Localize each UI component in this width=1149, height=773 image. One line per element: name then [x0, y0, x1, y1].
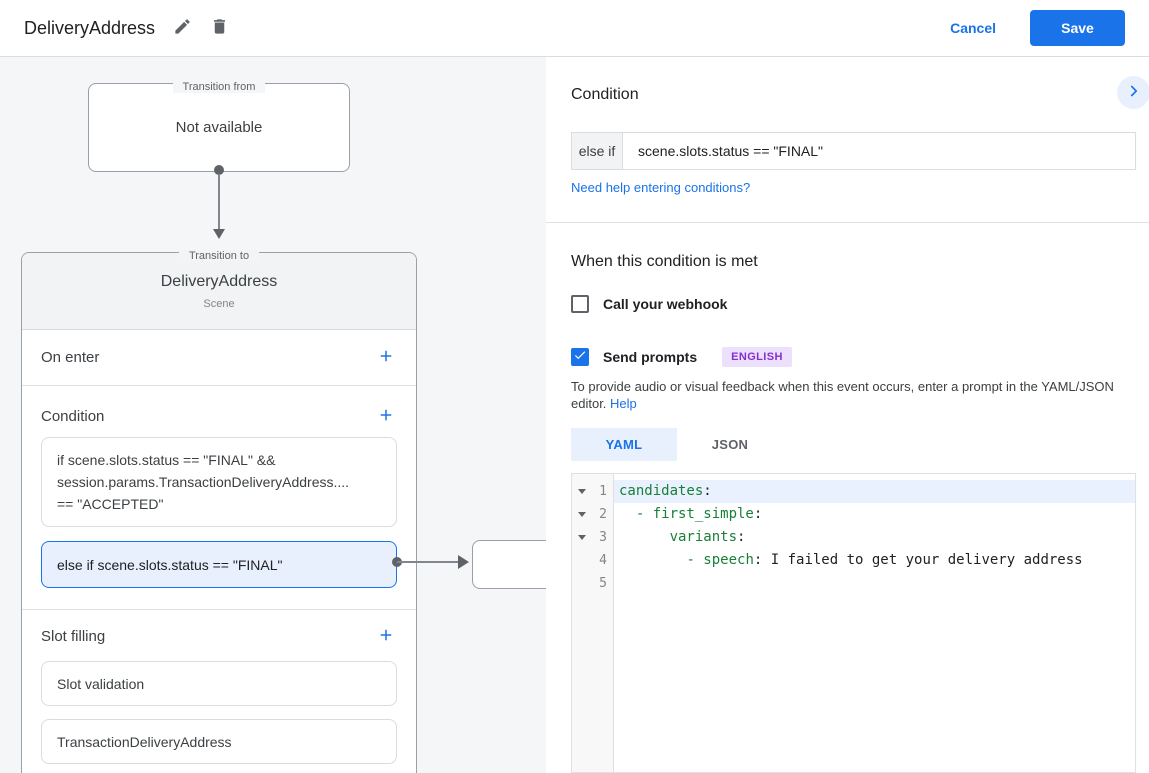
- conditions-help-link[interactable]: Need help entering conditions?: [571, 180, 751, 195]
- call-webhook-row: Call your webhook: [571, 295, 727, 313]
- code-line[interactable]: [614, 572, 1135, 595]
- condition-else-item-selected[interactable]: else if scene.slots.status == "FINAL": [41, 541, 397, 588]
- arrow-right-icon: [458, 555, 469, 569]
- arrow-down-icon: [213, 229, 225, 239]
- top-bar: DeliveryAddress Cancel Save: [0, 0, 1149, 57]
- condition-section-label: Condition: [41, 407, 105, 425]
- condition-expression-input[interactable]: [623, 132, 1136, 170]
- page-title: DeliveryAddress: [24, 17, 156, 38]
- fold-arrow-icon[interactable]: [578, 489, 586, 494]
- line-number: 3: [599, 530, 607, 545]
- language-badge: ENGLISH: [722, 347, 792, 367]
- send-prompts-row: Send prompts ENGLISH: [571, 347, 792, 367]
- send-prompts-label: Send prompts: [603, 349, 698, 365]
- line-number: 1: [599, 484, 607, 499]
- tab-yaml[interactable]: YAML: [571, 428, 677, 461]
- connector-dot-vertical: [214, 165, 224, 175]
- slot-validation-item[interactable]: Slot validation: [41, 661, 397, 706]
- add-condition-button[interactable]: [375, 404, 397, 429]
- condition-if-item[interactable]: if scene.slots.status == "FINAL" && sess…: [41, 437, 397, 527]
- topbar-actions: Cancel Save: [938, 10, 1125, 46]
- fold-arrow-icon[interactable]: [578, 512, 586, 517]
- gutter-row: 2: [572, 503, 613, 526]
- code-line[interactable]: candidates:: [614, 480, 1135, 503]
- gutter-row: 4: [572, 549, 613, 572]
- feedback-help-link[interactable]: Help: [610, 396, 637, 411]
- delete-scene-button[interactable]: [206, 13, 233, 43]
- plus-icon: [377, 347, 395, 368]
- when-condition-met-title: When this condition is met: [571, 253, 758, 270]
- tab-json[interactable]: JSON: [711, 437, 749, 452]
- gutter-row: 1: [572, 480, 613, 503]
- condition-expression-row: else if: [571, 132, 1136, 170]
- call-webhook-checkbox[interactable]: [571, 295, 589, 313]
- scene-card-title: DeliveryAddress: [160, 273, 278, 290]
- code-line[interactable]: variants:: [669, 529, 746, 545]
- plus-icon: [377, 626, 395, 647]
- editor-gutter: 1 2 3 4 5: [572, 474, 614, 772]
- slot-transaction-item[interactable]: TransactionDeliveryAddress: [41, 719, 397, 764]
- gutter-row: 5: [572, 572, 613, 595]
- slot-filling-section: Slot filling Slot validation Transaction…: [22, 610, 416, 773]
- add-on-enter-button[interactable]: [375, 345, 397, 370]
- line-number: 5: [599, 576, 607, 591]
- save-button[interactable]: Save: [1030, 10, 1125, 46]
- connector-line-vertical: [218, 174, 220, 230]
- code-line[interactable]: - first_simple:: [635, 506, 763, 522]
- checkmark-icon: [573, 348, 587, 367]
- line-number: 2: [599, 507, 607, 522]
- connector-line-horizontal: [397, 561, 459, 563]
- pencil-icon: [173, 17, 192, 39]
- feedback-description: To provide audio or visual feedback when…: [571, 378, 1133, 412]
- on-enter-label: On enter: [41, 349, 100, 366]
- yaml-code-editor[interactable]: 1 2 3 4 5 candidates: - first_simple: varian…: [571, 473, 1136, 773]
- call-webhook-label: Call your webhook: [603, 296, 728, 312]
- scene-card: Transition to DeliveryAddress Scene On e…: [21, 250, 417, 773]
- editor-code[interactable]: candidates: - first_simple: variants: - …: [614, 474, 1135, 772]
- condition-if-line: session.params.TransactionDeliveryAddres…: [57, 474, 350, 490]
- panel-divider: [546, 222, 1149, 223]
- collapse-panel-button[interactable]: [1117, 76, 1149, 109]
- condition-prefix-label: else if: [571, 132, 623, 170]
- transition-from-box[interactable]: Transition from Not available: [88, 81, 350, 172]
- gutter-row: 3: [572, 526, 613, 549]
- line-number: 4: [599, 553, 607, 568]
- condition-if-line: if scene.slots.status == "FINAL" &&: [57, 452, 276, 468]
- transition-from-text: Not available: [175, 119, 263, 136]
- cancel-button[interactable]: Cancel: [938, 12, 1008, 44]
- plus-icon: [377, 406, 395, 427]
- panel-condition-title: Condition: [571, 86, 639, 103]
- feedback-text: To provide audio or visual feedback when…: [571, 379, 1114, 411]
- trash-icon: [210, 17, 229, 39]
- condition-if-line: == "ACCEPTED": [57, 496, 164, 512]
- code-line[interactable]: - speech: I failed to get your delivery …: [686, 552, 1083, 568]
- editor-format-tabs: YAML JSON: [571, 428, 783, 461]
- fold-arrow-icon[interactable]: [578, 535, 586, 540]
- condition-else-text: else if scene.slots.status == "FINAL": [57, 556, 283, 573]
- add-slot-button[interactable]: [375, 624, 397, 649]
- scene-card-subtitle: Scene: [203, 298, 235, 310]
- flow-diagram-panel: Transition from Not available Transition…: [0, 57, 546, 773]
- condition-section: Condition if scene.slots.status == "FINA…: [22, 386, 416, 610]
- edit-title-button[interactable]: [169, 13, 196, 43]
- condition-detail-panel: Condition else if Need help entering con…: [546, 57, 1149, 773]
- send-prompts-checkbox[interactable]: [571, 348, 589, 366]
- transition-target-box[interactable]: [472, 540, 546, 589]
- transition-from-legend: Transition from: [89, 77, 349, 95]
- slot-filling-label: Slot filling: [41, 627, 106, 645]
- chevron-right-icon: [1125, 82, 1143, 103]
- on-enter-section: On enter: [22, 330, 416, 386]
- scene-card-header[interactable]: DeliveryAddress Scene: [22, 253, 416, 330]
